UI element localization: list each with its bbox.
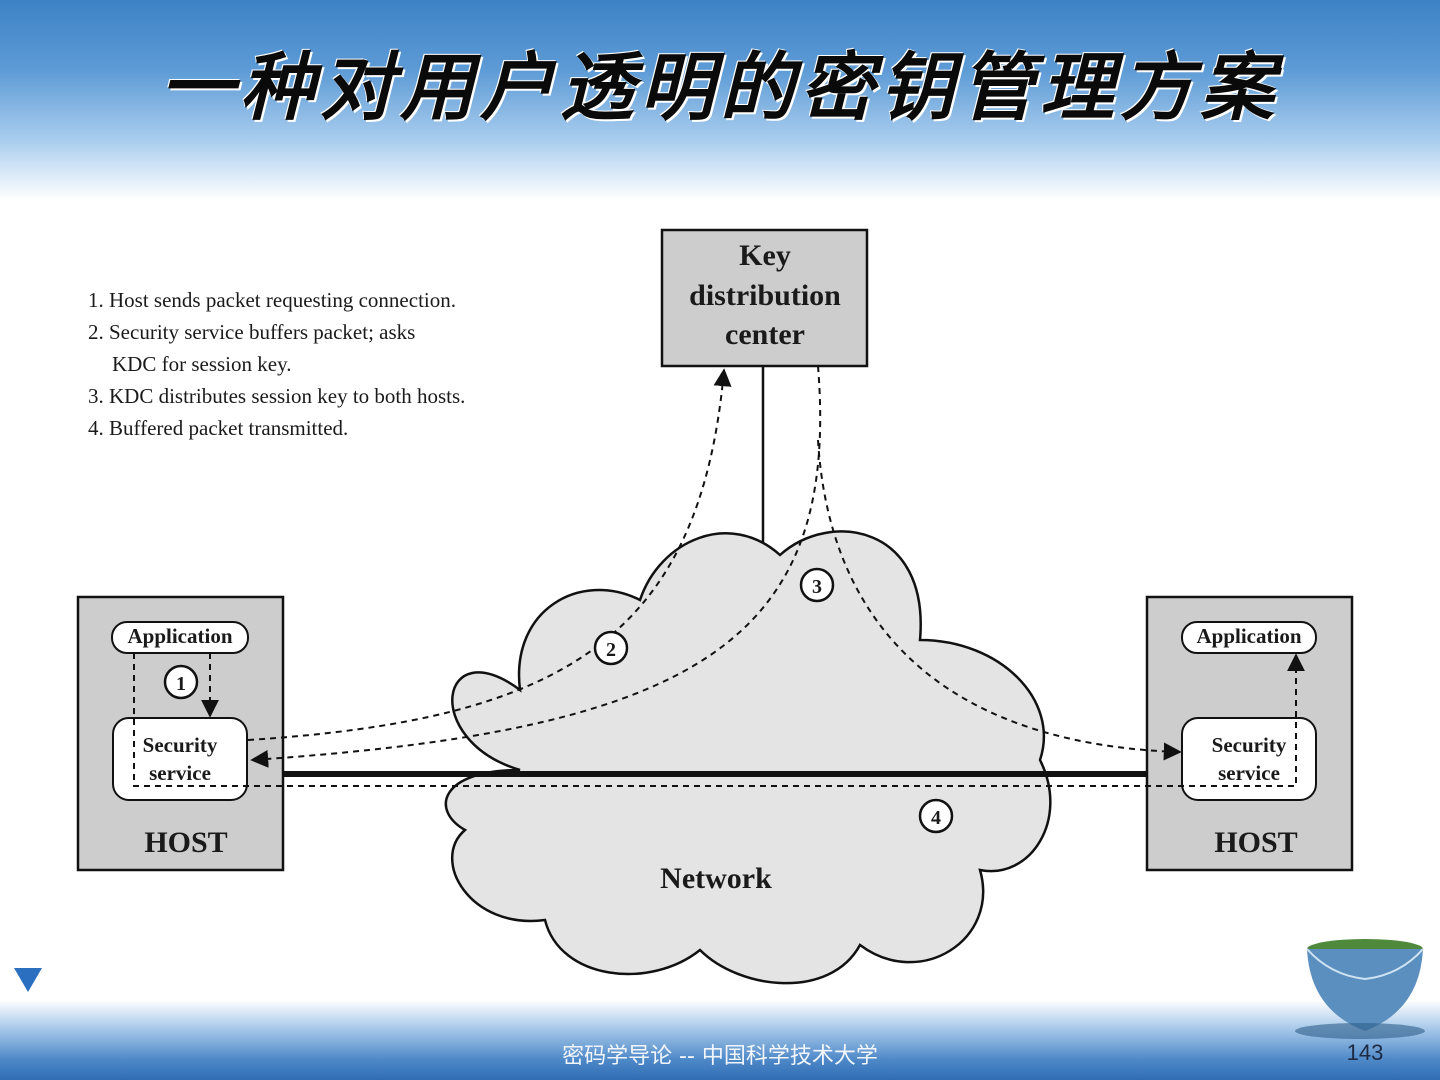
- right-host-label: HOST: [1214, 826, 1297, 859]
- network-cloud: [444, 530, 1052, 985]
- left-host-label: HOST: [144, 826, 227, 859]
- step-markers: 1 2 3 4: [163, 567, 954, 834]
- page-number: 143: [1346, 1040, 1384, 1065]
- marker-2: [593, 630, 629, 666]
- step-2-cont-text: KDC for session key.: [112, 352, 291, 376]
- marker-4: [918, 798, 954, 834]
- footer-band: [0, 1000, 1440, 1080]
- network-label: Network: [660, 862, 772, 895]
- dashed-flows: [133, 365, 1305, 787]
- right-host: Application Security service HOST: [1145, 595, 1354, 872]
- marker-3: [799, 567, 835, 603]
- left-security-label-line2: service: [149, 761, 211, 785]
- header-band: [0, 0, 1440, 200]
- step-list: 1. Host sends packet requesting connecti…: [88, 288, 465, 440]
- marker-2-label: 2: [606, 639, 616, 661]
- step-4-text: 4. Buffered packet transmitted.: [88, 416, 348, 440]
- right-security-label-line2: service: [1218, 761, 1280, 785]
- kdc-label-line3: center: [725, 318, 805, 351]
- step-2-text: 2. Security service buffers packet; asks: [88, 320, 415, 344]
- flow-step-4: [133, 653, 1305, 787]
- kdc-label-line1: Key: [739, 239, 791, 272]
- marker-4-label: 4: [931, 807, 941, 829]
- nav-triangle-icon[interactable]: [14, 968, 42, 992]
- step-1-text: 1. Host sends packet requesting connecti…: [88, 288, 456, 312]
- kdc-box: Key distribution center: [660, 228, 869, 368]
- flow-step-3-right: [817, 439, 1182, 761]
- footer-text: 密码学导论 -- 中国科学技术大学: [562, 1044, 878, 1069]
- flow-step-3-left: [250, 365, 822, 768]
- left-application-label: Application: [127, 624, 232, 648]
- kdc-label-line2: distribution: [689, 279, 841, 312]
- flow-step-2: [247, 368, 732, 741]
- right-application-label: Application: [1196, 624, 1301, 648]
- marker-1: [163, 664, 199, 700]
- marker-3-label: 3: [812, 576, 822, 598]
- left-security-label-line1: Security: [143, 733, 218, 757]
- step-3-text: 3. KDC distributes session key to both h…: [88, 384, 465, 408]
- right-security-label-line1: Security: [1212, 733, 1287, 757]
- globe-icon: [1295, 939, 1425, 1039]
- slide-title: 一种对用户透明的密钥管理方案: [160, 45, 1280, 131]
- marker-1-label: 1: [176, 673, 186, 695]
- left-host: Application Security service HOST: [76, 595, 285, 872]
